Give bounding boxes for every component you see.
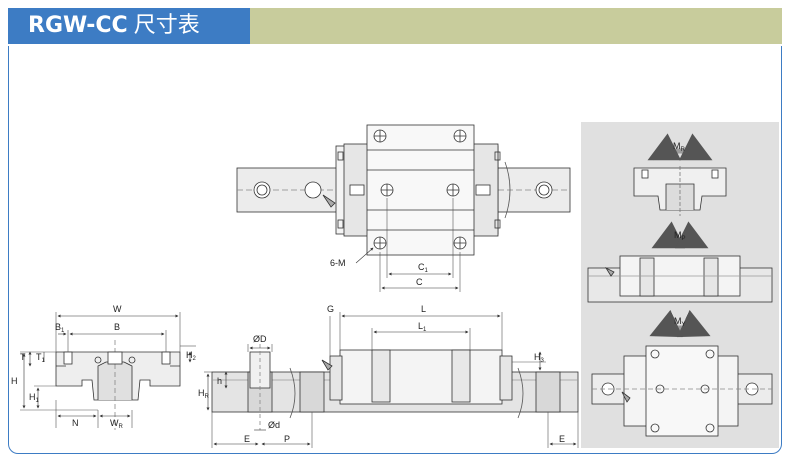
- label-n: N: [72, 418, 79, 428]
- content-panel: [8, 46, 782, 454]
- label-p: P: [284, 434, 290, 444]
- rail-hole: [253, 181, 271, 199]
- label-c: C: [416, 277, 423, 287]
- label-e: E: [244, 434, 250, 444]
- label-g: G: [327, 304, 334, 314]
- moment-mp: [587, 221, 773, 303]
- label-phi-d-small: Ød: [268, 420, 280, 430]
- rail-hole: [535, 181, 553, 199]
- side-view: [204, 312, 579, 448]
- label-hr: HR: [198, 388, 210, 400]
- model-name: RGW-CC: [28, 13, 128, 38]
- label-t1: T1: [36, 352, 46, 364]
- top-view: [236, 124, 571, 292]
- label-e-right: E: [559, 434, 565, 444]
- label-wr: WR: [110, 418, 124, 430]
- label-b: B: [114, 322, 120, 332]
- break-line: [504, 161, 511, 219]
- callout-leader: [355, 247, 374, 264]
- label-mp: MP: [674, 230, 686, 242]
- title-subtitle: 尺寸表: [133, 13, 200, 38]
- label-l1: L1: [418, 321, 427, 333]
- label-c1: C1: [418, 262, 429, 274]
- title-tab: [8, 8, 250, 44]
- front-view: [20, 312, 196, 430]
- label-phi-d: ØD: [253, 334, 267, 344]
- label-mr: MR: [673, 141, 686, 153]
- mount-holes: [373, 129, 467, 250]
- label-h2: H2: [186, 350, 197, 362]
- label-w: W: [113, 304, 122, 314]
- label-b1: B1: [55, 322, 65, 334]
- moment-my: [591, 309, 773, 437]
- hole-callout: 6-M: [330, 258, 346, 268]
- rail-hole-inner: [256, 184, 268, 196]
- block-side: [339, 349, 503, 405]
- label-h3: H3: [534, 352, 545, 364]
- label-l: L: [421, 304, 426, 314]
- grease-nipple: [322, 194, 336, 208]
- rail-hole-inner: [538, 184, 550, 196]
- rail-hole: [304, 181, 322, 199]
- label-my: MY: [674, 316, 686, 328]
- label-h: H: [11, 376, 18, 386]
- label-t: T: [20, 352, 26, 362]
- moment-mr: [633, 133, 727, 216]
- label-h-small: h: [217, 376, 222, 386]
- label-h1: H1: [29, 392, 40, 404]
